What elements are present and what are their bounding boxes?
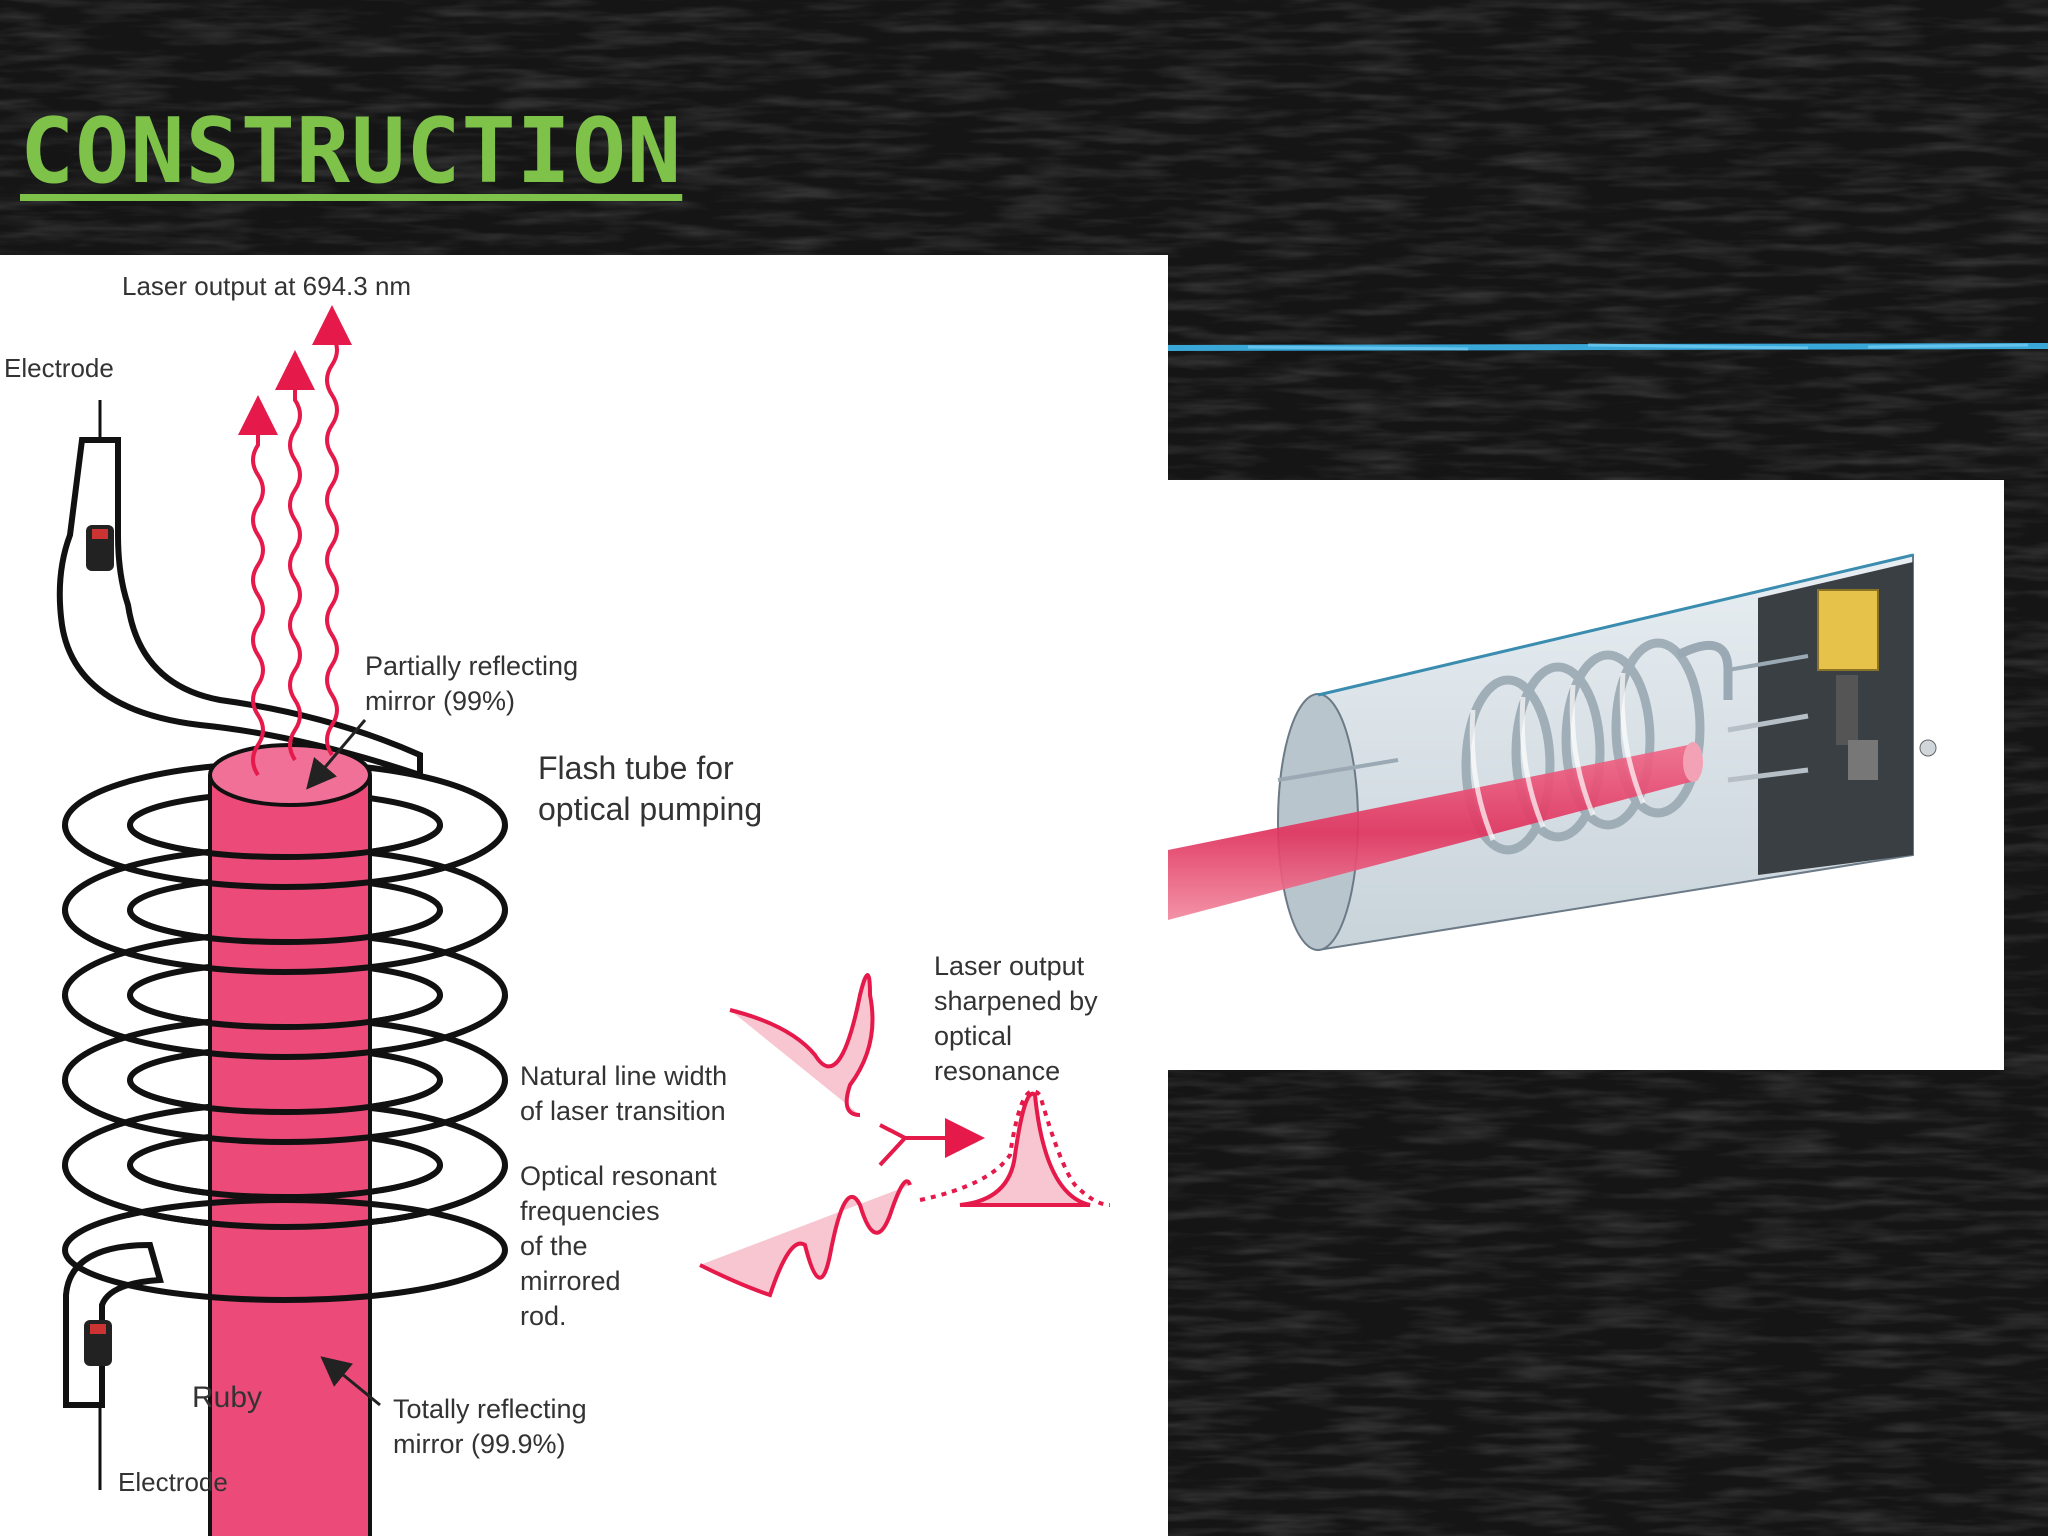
flash-tube-top-lead	[56, 437, 423, 780]
spectral-lines-diagram	[699, 973, 1111, 1298]
slide-title: CONSTRUCTION	[20, 99, 683, 204]
laser-output-waves	[238, 305, 352, 777]
partial-mirror-label-2: mirror (99%)	[365, 686, 515, 716]
sharpened-label-2: sharpened by	[934, 986, 1098, 1016]
total-mirror-label-2: mirror (99.9%)	[393, 1429, 566, 1459]
total-mirror-label-1: Totally reflecting	[393, 1394, 587, 1424]
flash-tube-label-2: optical pumping	[538, 791, 762, 827]
ruby-laser-cutaway-illustration	[1168, 480, 2004, 1070]
ruby-laser-diagram: Laser output at 694.3 nm Electrode Parti…	[0, 255, 1168, 1536]
total-mirror-arrow	[320, 1356, 381, 1407]
capacitor-block	[1817, 589, 1879, 671]
laser-output-label: Laser output at 694.3 nm	[122, 271, 411, 301]
ruby-label: Ruby	[192, 1381, 262, 1414]
sharpened-label-4: resonance	[934, 1056, 1060, 1086]
resonant-label-5: rod.	[520, 1301, 567, 1331]
resonant-label-1: Optical resonant	[520, 1161, 717, 1191]
accent-divider-line	[1168, 343, 2048, 351]
sharpened-label-1: Laser output	[934, 951, 1085, 981]
electrode-bottom-label: Electrode	[118, 1467, 228, 1497]
natural-width-label-2: of laser transition	[520, 1096, 726, 1126]
flash-tube-label-1: Flash tube for	[538, 750, 734, 786]
resonant-label-2: frequencies	[520, 1196, 660, 1226]
laser-beam	[1168, 745, 1698, 920]
sharpened-label-3: optical	[934, 1021, 1012, 1051]
resonant-label-3: of the	[520, 1231, 588, 1261]
natural-width-label-1: Natural line width	[520, 1061, 727, 1091]
resonant-label-4: mirrored	[520, 1266, 621, 1296]
partial-mirror-label-1: Partially reflecting	[365, 651, 578, 681]
electrode-top-label: Electrode	[4, 353, 114, 383]
helical-flash-tube	[1461, 638, 1705, 855]
partial-mirror-arrow	[306, 719, 367, 790]
